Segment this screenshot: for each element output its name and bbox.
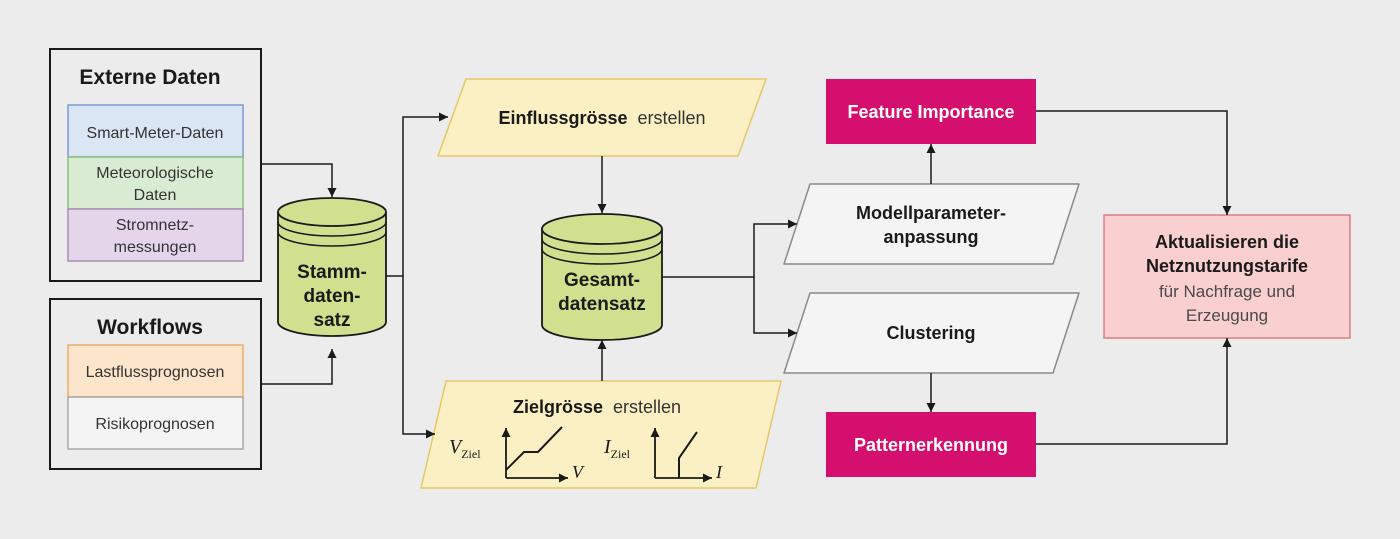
aktual-label-line1: Aktualisieren die [1155, 232, 1299, 252]
feature-importance-node: Feature Importance [826, 79, 1036, 144]
workflows-title: Workflows [97, 316, 203, 339]
stamm-label-line2: daten- [304, 286, 361, 307]
aktual-label-line4: Erzeugung [1186, 306, 1268, 325]
workflows-panel: Workflows Lastflussprognosen Risikoprogn… [49, 298, 262, 470]
modellparameter-node: Modellparameter- anpassung [783, 183, 1080, 265]
stamm-label-line1: Stamm- [297, 262, 367, 283]
stromnetz-label-line2: messungen [114, 239, 197, 256]
i-ziel-symbol: IZiel [603, 436, 631, 461]
meteo-box [67, 156, 244, 210]
clustering-node: Clustering [783, 292, 1080, 374]
patternerkennung-node: Patternerkennung [826, 412, 1036, 477]
aktual-label-line3: für Nachfrage und [1159, 282, 1295, 301]
aktual-label-line2: Netznutzungstarife [1146, 256, 1308, 276]
modell-label-line1: Modellparameter- [856, 203, 1006, 223]
externe-daten-title: Externe Daten [79, 66, 220, 89]
stromnetz-label-line1: Stromnetz- [116, 217, 194, 234]
meteo-label-line1: Meteorologische [96, 165, 214, 182]
v-ziel-symbol: VZiel [449, 436, 481, 461]
arrow-gesamt-to-clustering [753, 277, 797, 338]
arrow-externe-to-stamm [261, 163, 337, 197]
arrow-stamm-to-einfluss [386, 112, 448, 277]
smart-meter-box [67, 104, 244, 158]
arrow-workflows-to-stamm [261, 349, 337, 385]
connectors [261, 110, 1232, 445]
arrow-gesamt-to-modell [662, 219, 797, 278]
arrow-feature-to-aktual [1036, 110, 1232, 215]
modell-label-line2: anpassung [883, 227, 978, 247]
v-axis-label: V [572, 462, 585, 482]
smart-meter-label: Smart-Meter-Daten [87, 125, 224, 142]
i-chart-curve [678, 431, 698, 478]
arrow-pattern-to-aktual [1036, 338, 1232, 445]
gesamt-label-line1: Gesamt- [564, 270, 640, 291]
clustering-label: Clustering [886, 323, 975, 343]
i-axis-label: I [715, 462, 723, 482]
gesamtdatensatz-database: Gesamt- datensatz [541, 213, 663, 341]
feature-importance-label: Feature Importance [847, 102, 1014, 122]
stamm-label-line3: satz [314, 310, 351, 331]
risiko-box [67, 396, 244, 450]
gesamt-label-line2: datensatz [558, 294, 646, 315]
stromnetz-box [67, 208, 244, 262]
patternerkennung-label: Patternerkennung [854, 435, 1008, 455]
externe-daten-panel: Externe Daten Smart-Meter-Daten Meteorol… [49, 48, 262, 282]
stammdatensatz-database: Stamm- daten- satz [277, 197, 387, 337]
arrow-stamm-to-ziel [402, 276, 435, 439]
v-chart-curve [505, 426, 563, 471]
lastfluss-label: Lastflussprognosen [86, 364, 225, 381]
risiko-label: Risikoprognosen [95, 416, 214, 433]
meteo-label-line2: Daten [134, 187, 177, 204]
lastfluss-box [67, 344, 244, 398]
aktualisieren-node: Aktualisieren die Netznutzungstarife für… [1103, 214, 1351, 339]
